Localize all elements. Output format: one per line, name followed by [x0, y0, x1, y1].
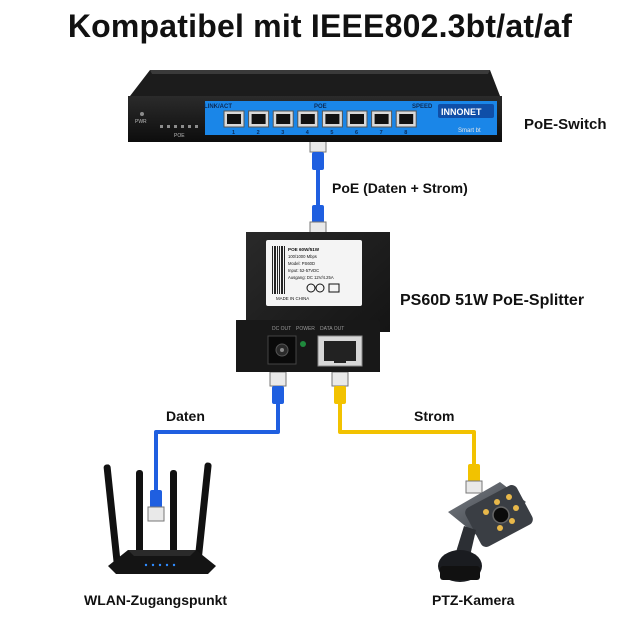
switch-header-poe: POE: [314, 104, 327, 110]
power-led: [300, 341, 306, 347]
switch-poe-led-label: POE: [174, 133, 185, 139]
switch-pwr-label: PWR: [135, 119, 147, 125]
dc-jack-icon: [267, 335, 297, 365]
switch-sub-brand: Smart bt: [458, 128, 481, 134]
switch-poe-leds: [160, 125, 198, 128]
sticker-line-5: Ausgang: DC 12V/4.25A: [288, 275, 334, 280]
poe-splitter: POE 60W/51W 100/1000 Mbps Model: PS60D I…: [236, 232, 390, 372]
power-cable: [338, 402, 476, 466]
ce-fc-mark-icon: [306, 283, 340, 293]
switch-port: 6: [346, 110, 368, 136]
data-cable: [154, 402, 280, 494]
rj45-port-icon: [317, 335, 363, 367]
page-title: Kompatibel mit IEEE802.3bt/at/af: [67, 8, 573, 44]
router-status-leds: [144, 563, 176, 567]
sticker-line-2: 100/1000 Mbps: [288, 254, 317, 259]
switch-brand-logo: INNONET: [441, 107, 482, 117]
switch-port-number: 1: [232, 130, 235, 136]
sticker-made-in: MADE IN CHINA: [276, 296, 309, 301]
switch-port: 7: [371, 110, 393, 136]
switch-port: 5: [321, 110, 343, 136]
switch-port-number: 3: [281, 130, 284, 136]
splitter-label: PS60D 51W PoE-Splitter: [400, 292, 585, 309]
access-point-label: WLAN-Zugangspunkt: [84, 592, 228, 608]
camera-label: PTZ-Kamera: [432, 592, 515, 608]
switch-port: 8: [395, 110, 417, 136]
sticker-line-1: POE 60W/51W: [288, 247, 320, 252]
ptz-camera: [438, 482, 533, 582]
camera-lens: [492, 506, 510, 524]
switch-port-number: 7: [380, 130, 383, 136]
poe-link-label: PoE (Daten + Strom): [332, 180, 468, 196]
rj45-connector-camera: [465, 464, 483, 494]
rj45-connector-power-out: [331, 371, 349, 404]
switch-pwr-led: [140, 112, 144, 116]
switch-ports: 1 2 3 4 5 6 7 8: [223, 110, 417, 136]
switch-port-number: 2: [257, 130, 260, 136]
sticker-barcode-icon: [272, 246, 285, 294]
switch-header-speed: SPEED: [412, 104, 433, 110]
power-led-label: POWER: [296, 326, 315, 332]
sticker-line-4: Input: 52-57VDC: [288, 268, 319, 273]
rj45-connector-switch: [309, 137, 327, 170]
splitter-sticker: [266, 240, 362, 306]
data-link-label: Daten: [166, 408, 205, 424]
switch-port: 1: [223, 110, 245, 136]
switch-header-linkact: LINK/ACT: [204, 104, 232, 110]
switch-port: 2: [248, 110, 270, 136]
rj45-connector-router: [147, 490, 165, 522]
switch-port-number: 6: [355, 130, 358, 136]
switch-port: 3: [272, 110, 294, 136]
data-out-label: DATA OUT: [320, 326, 344, 332]
sticker-line-3: Model: PS60D: [288, 261, 315, 266]
switch-port-number: 8: [404, 130, 407, 136]
dc-out-label: DC OUT: [272, 326, 291, 332]
switch-label: PoE-Switch: [524, 116, 607, 133]
switch-port-number: 5: [330, 130, 333, 136]
switch-port-number: 4: [306, 130, 310, 136]
switch-port: 4: [297, 110, 319, 136]
power-link-label: Strom: [414, 408, 455, 424]
poe-switch: LINK/ACT POE SPEED PWR POE 1 2 3 4 5 6 7 8 INNO…: [128, 70, 502, 142]
rj45-connector-data-out: [269, 371, 287, 404]
wlan-access-point: [103, 462, 216, 574]
camera-ir-leds: [483, 494, 519, 531]
rj45-connector-splitter-in: [309, 205, 327, 235]
